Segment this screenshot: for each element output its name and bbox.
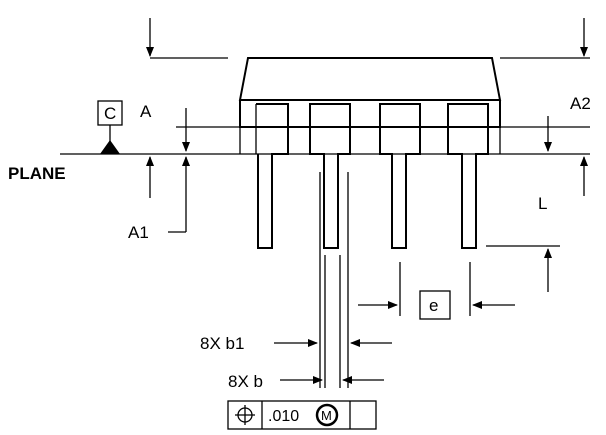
datum-label: C [104,104,116,123]
dim-l-label: L [538,194,547,213]
modifier-label: M [321,408,332,423]
material-condition-icon: M [315,403,339,427]
feature-control-frame: .010 M [227,400,377,430]
seating-plane [60,126,590,155]
lead-1 [255,103,289,249]
tolerance-value: .010 [268,408,299,425]
dim-b-label: 8X b [228,372,263,391]
lead-3 [379,103,421,249]
dim-a-label: A [140,102,152,121]
datum-triangle-icon [100,140,120,154]
position-tolerance-icon [235,405,255,425]
dim-l-arrows [486,245,560,292]
dim-b-extensions [319,172,349,388]
dim-a1-label: A1 [128,223,149,242]
plane-label: PLANE [8,164,66,183]
dim-a2-arrows [544,116,588,196]
dim-e-label: e [429,296,438,315]
dim-a1-arrows [168,108,190,233]
lead-2 [309,103,351,249]
lead-4 [447,103,489,249]
dim-b1-label: 8X b1 [200,334,244,353]
dim-a2-label: A2 [570,94,591,113]
dim-e [358,262,515,320]
package-body [238,57,502,155]
datum-c-box: C [97,100,123,154]
dim-top-extension [146,18,590,59]
